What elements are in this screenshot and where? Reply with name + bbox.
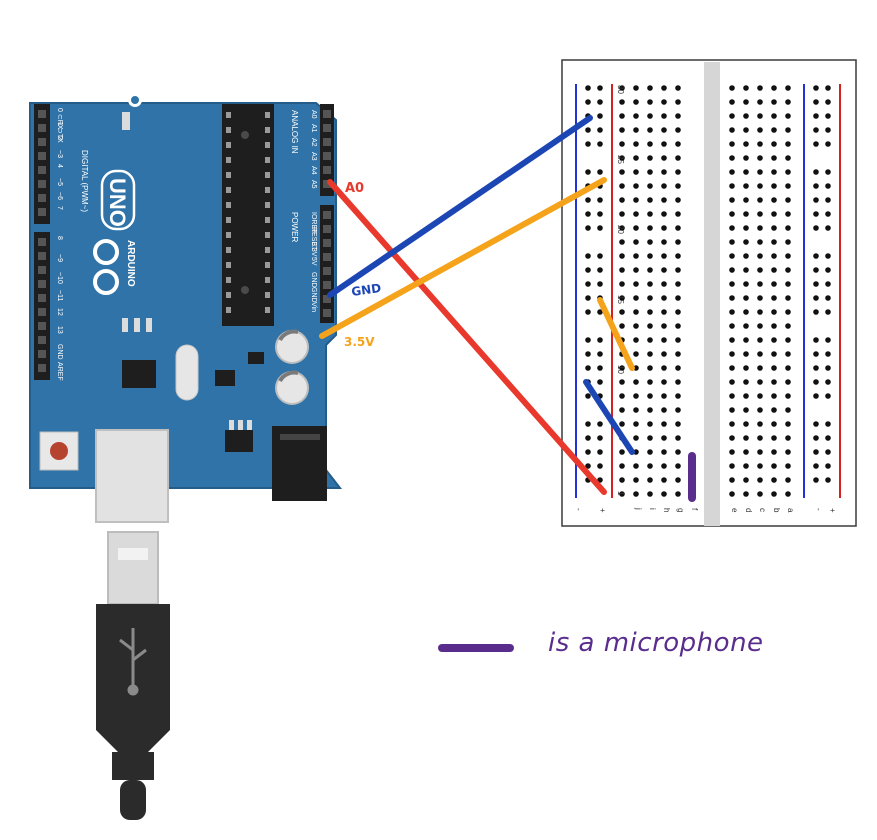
voltage-regulator (225, 430, 253, 452)
column-letter--: - (814, 508, 823, 511)
digital-pin-label-low-5: 13 (56, 326, 63, 334)
uno-logo: UNO (100, 169, 136, 231)
usb-plug-metal (107, 531, 159, 605)
power-header (320, 205, 334, 323)
capacitor-2 (275, 370, 309, 405)
analog-header-label: ANALOG IN (290, 110, 299, 154)
wire-breadboard-blue (583, 379, 635, 455)
digital-pin-label-low-0: 8 (56, 236, 63, 240)
power-pin-label-2: 3.3V (310, 242, 317, 257)
analog-pin-label-0: A0 (310, 110, 317, 119)
analog-pin-label-3: A3 (310, 152, 317, 161)
row-number-20: 20 (616, 225, 625, 234)
wire-gnd-blue (327, 115, 593, 298)
svg-text:UNO: UNO (105, 178, 130, 227)
arduino-uno-board: 0 ⊂RX1 ⊃TX2~34~5~67 8~9~10~111213GNDAREF… (29, 93, 343, 523)
wire-breadboard-orange (597, 297, 635, 371)
digital-pin-label-6: ~6 (56, 192, 63, 200)
column-letter-c: c (758, 508, 767, 512)
power-pin-label-4: GND (310, 272, 317, 288)
digital-pin-label-low-2: ~10 (56, 272, 63, 284)
power-header-label: POWER (290, 212, 299, 242)
breadboard-holes (585, 85, 831, 497)
row-number-10: 10 (616, 365, 625, 374)
legend-microphone-text: is a microphone (548, 628, 764, 658)
crystal-oscillator (175, 344, 199, 401)
digital-pin-label-5: ~5 (56, 178, 63, 186)
digital-pin-label-low-3: ~11 (56, 290, 63, 301)
analog-pin-label-4: A4 (310, 166, 317, 175)
column-letter-j: j (634, 507, 643, 510)
column-letter-g: g (676, 508, 685, 512)
digital-pin-label-low-4: 12 (56, 308, 63, 316)
column-letter-b: b (772, 508, 781, 513)
row-number-15: 15 (616, 295, 625, 304)
usb-chip (122, 360, 156, 388)
analog-pin-label-1: A1 (310, 124, 317, 133)
arduino-infinity-logo (93, 239, 119, 295)
label-gnd: GND (350, 281, 382, 299)
wire-a0-red (327, 179, 607, 495)
usb-symbol-icon (119, 628, 147, 696)
usb-cable (96, 531, 170, 820)
power-pin-label-6: Vin (310, 302, 317, 312)
arduino-brand-text: ARDUINO (125, 240, 136, 287)
digital-pin-label-low-6: GND (56, 344, 63, 360)
power-pin-label-5: GND (310, 287, 317, 303)
digital-header-top (34, 104, 50, 224)
row-number-30: 30 (616, 85, 625, 94)
column-letter-f: f (690, 508, 699, 511)
row-number-1: 1 (616, 491, 625, 496)
digital-header-label: DIGITAL (PWM~) (80, 150, 89, 212)
column-letter-d: d (744, 508, 753, 512)
reset-button[interactable] (39, 431, 79, 471)
digital-pin-label-3: ~3 (56, 150, 63, 158)
column-letter-e: e (730, 508, 739, 513)
wire-3v3-orange (319, 177, 607, 339)
usb-b-port (95, 429, 169, 523)
column-letter--: - (574, 508, 583, 511)
digital-pin-label-2: 2 (56, 136, 63, 140)
column-letter-+: + (598, 508, 607, 513)
column-letter-i: i (648, 508, 657, 510)
capacitor-1 (275, 329, 309, 364)
column-letter-a: a (786, 508, 795, 513)
power-pin-label-0: IOREF (310, 212, 317, 233)
column-letter-h: h (662, 508, 671, 512)
usb-cable-strain-relief (120, 780, 146, 820)
column-letter-+: + (828, 508, 837, 513)
power-pin-label-1: RESET (310, 227, 317, 251)
analog-pin-label-5: A5 (310, 180, 317, 189)
digital-pin-label-0: 0 ⊂RX (56, 108, 63, 130)
breadboard-center-channel (704, 62, 720, 526)
digital-pin-label-7: 7 (56, 206, 63, 210)
label-a0: A0 (345, 181, 364, 196)
power-pin-label-3: 5V (310, 257, 317, 266)
digital-pin-label-1: 1 ⊃TX (56, 122, 63, 143)
row-number-25: 25 (616, 155, 625, 164)
digital-pin-label-low-1: ~9 (56, 254, 63, 262)
analog-pin-label-2: A2 (310, 138, 317, 147)
label-3v3: 3.5V (344, 335, 375, 349)
digital-pin-label-low-7: AREF (56, 362, 63, 381)
led (122, 112, 130, 130)
digital-pin-label-4: 4 (56, 164, 63, 168)
